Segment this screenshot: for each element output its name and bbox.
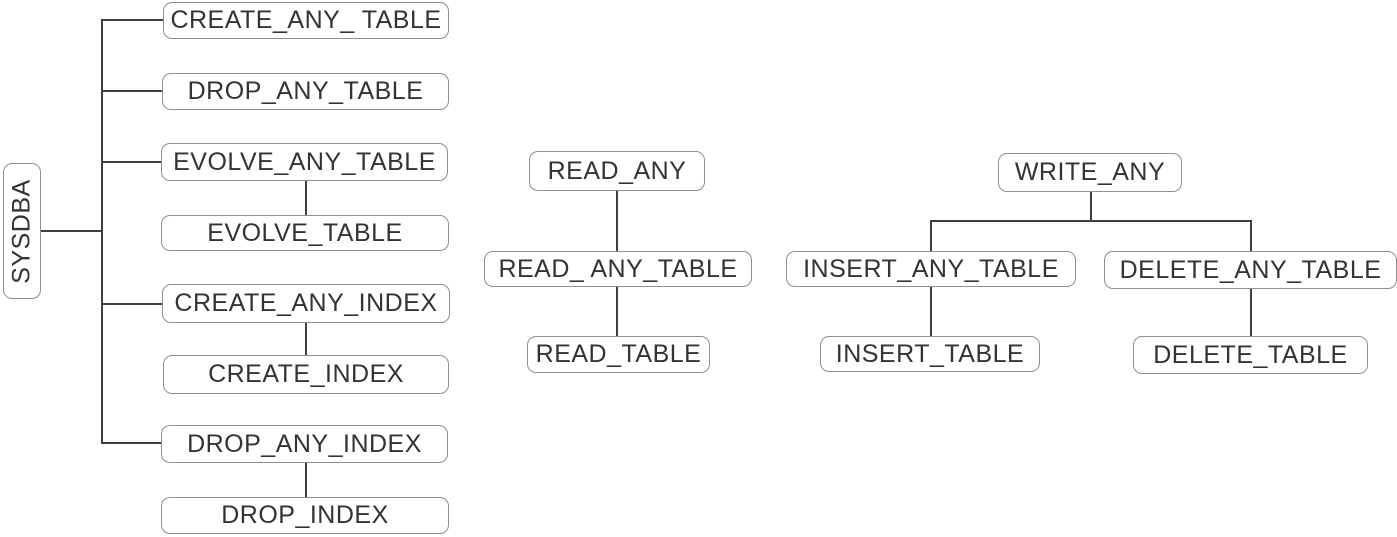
node-sysdba-label: SYSDBA	[7, 178, 36, 284]
node-read-any-label: READ_ANY	[547, 156, 687, 185]
edge-to-drop-any-table	[101, 90, 163, 92]
node-delete-any-table: DELETE_ANY_TABLE	[1104, 251, 1397, 289]
edge-trunk-vertical	[101, 19, 103, 444]
edge-write-branch	[930, 220, 1252, 222]
node-insert-any-table: INSERT_ANY_TABLE	[786, 251, 1076, 287]
node-drop-any-index: DROP_ANY_INDEX	[161, 425, 448, 463]
node-insert-any-table-label: INSERT_ANY_TABLE	[803, 254, 1059, 283]
node-insert-table: INSERT_TABLE	[820, 336, 1040, 372]
node-delete-any-table-label: DELETE_ANY_TABLE	[1119, 255, 1382, 284]
edge-to-insert-any-table	[930, 220, 932, 251]
node-evolve-table: EVOLVE_TABLE	[161, 215, 449, 251]
node-create-any-index-label: CREATE_ANY_INDEX	[174, 289, 438, 317]
node-drop-index: DROP_INDEX	[161, 497, 449, 534]
edge-to-drop-any-index	[101, 442, 162, 444]
node-drop-any-table: DROP_ANY_TABLE	[162, 73, 449, 110]
node-create-index: CREATE_INDEX	[163, 355, 449, 394]
edge-to-delete-any-table	[1250, 220, 1252, 251]
node-insert-table-label: INSERT_TABLE	[835, 339, 1025, 368]
node-drop-any-table-label: DROP_ANY_TABLE	[187, 77, 424, 105]
edge-read-any-to-read-any-table	[616, 191, 618, 251]
edge-create-any-to-create	[305, 323, 307, 355]
node-drop-index-label: DROP_INDEX	[221, 501, 389, 529]
node-create-index-label: CREATE_INDEX	[208, 360, 404, 388]
edge-insert-any-to-insert	[930, 287, 932, 336]
edge-write-any-stem	[1090, 192, 1092, 222]
edge-read-any-table-to-read-table	[616, 287, 618, 336]
node-sysdba: SYSDBA	[3, 163, 41, 299]
edge-sysdba-trunk	[40, 230, 102, 232]
node-create-any-index: CREATE_ANY_INDEX	[162, 284, 450, 323]
edge-to-create-any-index	[101, 303, 163, 305]
node-create-any-table: CREATE_ANY_ TABLE	[163, 2, 449, 39]
node-delete-table-label: DELETE_TABLE	[1153, 340, 1348, 369]
node-read-table: READ_TABLE	[527, 336, 710, 373]
edge-to-evolve-any-table	[101, 161, 162, 163]
node-read-any-table-label: READ_ ANY_TABLE	[498, 254, 738, 283]
edge-evolve-any-to-evolve	[305, 181, 307, 215]
node-drop-any-index-label: DROP_ANY_INDEX	[187, 429, 422, 458]
edge-drop-any-to-drop	[305, 463, 307, 497]
node-evolve-table-label: EVOLVE_TABLE	[207, 218, 403, 247]
node-create-any-table-label: CREATE_ANY_ TABLE	[170, 6, 442, 34]
edge-to-create-any-table	[101, 19, 163, 21]
node-write-any-label: WRITE_ANY	[1014, 158, 1166, 186]
node-evolve-any-table-label: EVOLVE_ANY_TABLE	[173, 147, 436, 176]
node-delete-table: DELETE_TABLE	[1133, 336, 1368, 374]
node-read-any: READ_ANY	[529, 151, 705, 191]
node-read-table-label: READ_TABLE	[535, 340, 702, 368]
edge-delete-any-to-delete	[1250, 289, 1252, 336]
node-read-any-table: READ_ ANY_TABLE	[484, 251, 752, 287]
node-write-any: WRITE_ANY	[998, 153, 1182, 192]
node-evolve-any-table: EVOLVE_ANY_TABLE	[161, 143, 448, 181]
